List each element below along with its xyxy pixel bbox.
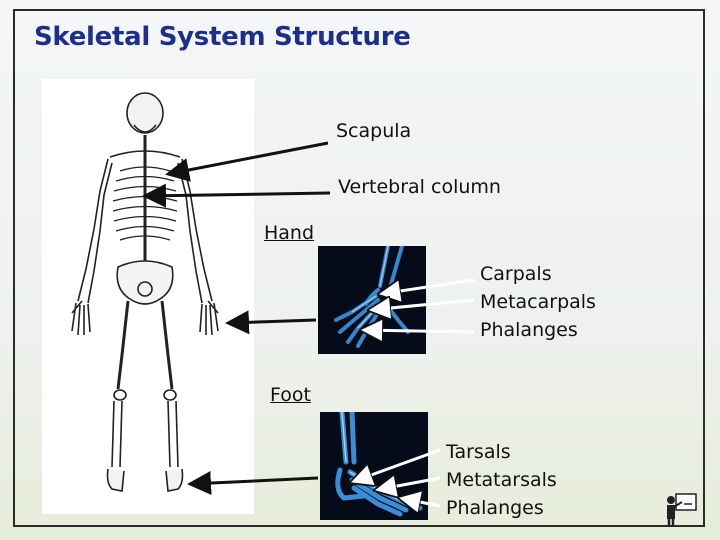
arrow-carpals bbox=[380, 278, 475, 294]
arrow-metacarpals bbox=[370, 300, 475, 310]
foot-part-phalanges: Phalanges bbox=[446, 497, 544, 519]
arrow-hand-phalanges bbox=[362, 330, 475, 332]
hand-part-carpals: Carpals bbox=[480, 263, 552, 285]
foot-part-metatarsals: Metatarsals bbox=[446, 469, 557, 491]
label-scapula: Scapula bbox=[336, 120, 412, 142]
arrow-foot-phalanges bbox=[400, 498, 441, 506]
foot-part-tarsals: Tarsals bbox=[446, 441, 511, 463]
arrow-scapula bbox=[165, 141, 329, 182]
arrow-vertebral-column bbox=[142, 183, 331, 208]
slide-frame bbox=[13, 9, 705, 527]
arrow-metatarsals bbox=[376, 478, 441, 490]
hand-heading: Hand bbox=[264, 222, 315, 244]
hand-part-phalanges: Phalanges bbox=[480, 319, 578, 341]
arrow-foot bbox=[187, 471, 319, 496]
foot-parts-list: Tarsals Metatarsals Phalanges bbox=[446, 438, 557, 522]
presenter-icon bbox=[667, 493, 697, 527]
slide-title: Skeletal System Structure bbox=[34, 22, 411, 52]
foot-heading: Foot bbox=[270, 384, 311, 406]
arrow-hand bbox=[225, 310, 317, 335]
hand-part-metacarpals: Metacarpals bbox=[480, 291, 596, 313]
skeleton-illustration bbox=[42, 79, 254, 514]
arrow-tarsals bbox=[352, 448, 441, 482]
hand-parts-list: Carpals Metacarpals Phalanges bbox=[480, 260, 596, 344]
label-vertebral-column: Vertebral column bbox=[338, 176, 501, 198]
skeleton-drawing bbox=[71, 92, 219, 492]
